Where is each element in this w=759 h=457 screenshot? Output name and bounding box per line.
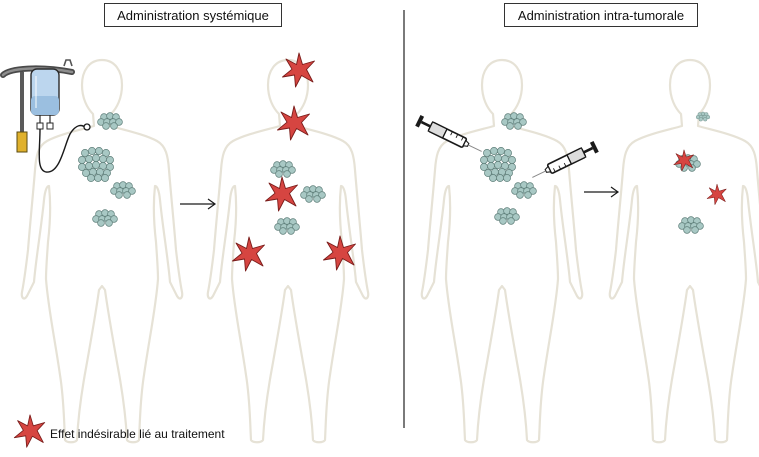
legend-star-icon <box>13 414 46 448</box>
red-star-icon <box>277 105 310 141</box>
tumor-cluster-icon <box>675 111 711 234</box>
legend-label: Effet indésirable lié au traitement <box>50 427 225 441</box>
syringe-icon <box>413 113 486 159</box>
adverse-effect-stars <box>232 52 356 272</box>
arrow-right-icon <box>180 198 217 210</box>
adverse-effect-stars <box>673 149 727 205</box>
red-star-icon <box>282 52 315 88</box>
arrow-right-icon <box>584 186 620 198</box>
red-star-icon <box>265 176 298 212</box>
body-silhouette-3 <box>420 58 584 444</box>
red-star-icon <box>706 183 727 205</box>
body-silhouette-4 <box>608 58 759 444</box>
tumor-cluster-icon <box>479 112 537 225</box>
iv-drip-icon <box>0 59 91 173</box>
panel-title-intratumoral: Administration intra-tumorale <box>504 3 698 27</box>
red-star-icon <box>232 236 265 272</box>
panel-title-systemic: Administration systémique <box>104 3 282 27</box>
